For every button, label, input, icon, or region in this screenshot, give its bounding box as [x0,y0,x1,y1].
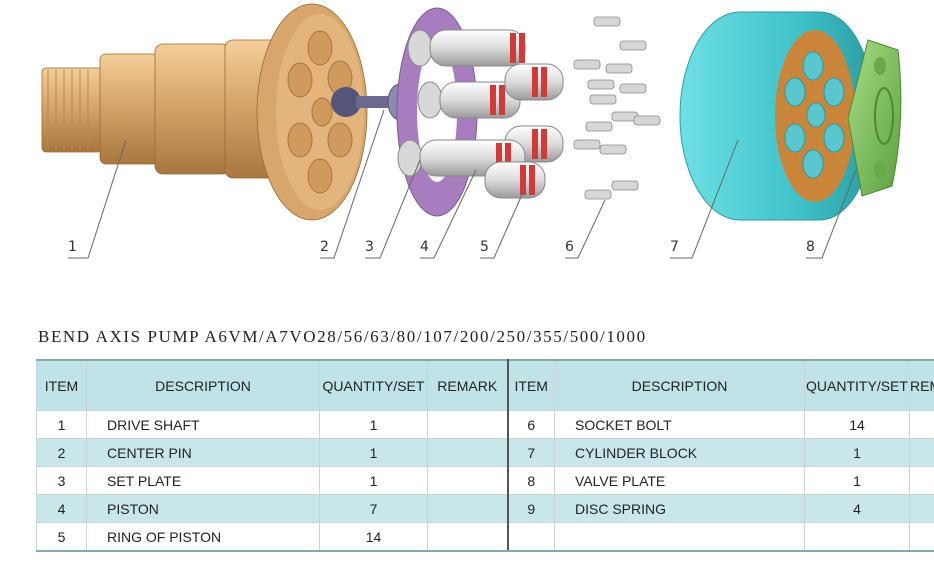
callout-6: 6 [565,239,574,255]
item-quantity: 4 [804,494,910,523]
item-quantity: 1 [319,466,428,495]
item-description [554,522,805,552]
item-remark [427,494,508,523]
item-quantity: 1 [319,438,428,467]
item-quantity [804,522,910,552]
header-description-right: DESCRIPTION [554,359,805,411]
table-row: 2 CENTER PIN 1 7 CYLINDER BLOCK 1 [36,438,934,467]
pistons-illustration [397,29,564,199]
header-quantity-right: QUANTITY/SET [804,359,910,411]
item-quantity: 1 [804,466,910,495]
callout-8: 8 [806,239,815,255]
callout-1: 1 [68,239,77,255]
callout-3: 3 [365,239,374,255]
item-number: 1 [36,410,87,439]
item-description: DRIVE SHAFT [86,410,320,439]
item-description: PISTON [86,494,320,523]
socket-bolts-illustration [573,16,661,200]
item-description: SOCKET BOLT [554,410,805,439]
item-number: 4 [36,494,87,523]
valve-plate-illustration [847,39,902,197]
callout-2: 2 [320,239,329,255]
item-quantity: 1 [804,438,910,467]
table-row: 1 DRIVE SHAFT 1 6 SOCKET BOLT 14 [36,410,934,439]
pump-title: BEND AXIS PUMP A6VM/A7VO28/56/63/80/107/… [38,327,647,346]
item-remark [909,494,934,523]
item-remark [427,522,508,552]
item-remark [427,466,508,495]
item-number: 5 [36,522,87,552]
header-quantity: QUANTITY/SET [319,359,428,411]
table-row: 3 SET PLATE 1 8 VALVE PLATE 1 [36,466,934,495]
item-number: 8 [506,466,555,495]
item-quantity: 1 [319,410,428,439]
callout-5: 5 [480,239,489,255]
item-description: CYLINDER BLOCK [554,438,805,467]
item-quantity: 7 [319,494,428,523]
item-quantity: 14 [804,410,910,439]
item-description: DISC SPRING [554,494,805,523]
item-remark [427,410,508,439]
item-number: 2 [36,438,87,467]
item-remark [909,438,934,467]
callout-4: 4 [420,239,429,255]
drive-shaft-illustration [41,3,368,221]
item-remark [427,438,508,467]
item-remark [909,410,934,439]
item-number [506,522,555,552]
header-remark: REMARK [427,359,508,411]
item-number: 6 [506,410,555,439]
header-item: ITEM [36,359,87,411]
callout-7: 7 [670,239,679,255]
table-row: 4 PISTON 7 9 DISC SPRING 4 [36,494,934,523]
item-description: CENTER PIN [86,438,320,467]
item-number: 9 [506,494,555,523]
table-row: 5 RING OF PISTON 14 [36,522,934,552]
item-remark [909,466,934,495]
table-header-row: ITEM DESCRIPTION QUANTITY/SET REMARK ITE… [36,359,934,411]
header-remark-right: REMARK [909,359,934,411]
header-item-right: ITEM [506,359,555,411]
item-number: 3 [36,466,87,495]
callout-leader-lines [68,109,857,259]
item-description: RING OF PISTON [86,522,320,552]
cylinder-block-illustration [679,11,876,221]
item-description: VALVE PLATE [554,466,805,495]
item-description: SET PLATE [86,466,320,495]
exploded-parts-diagram [41,3,902,259]
item-quantity: 14 [319,522,428,552]
parts-table: ITEM DESCRIPTION QUANTITY/SET REMARK ITE… [36,359,934,552]
item-remark [909,522,934,552]
item-number: 7 [506,438,555,467]
header-description: DESCRIPTION [86,359,320,411]
